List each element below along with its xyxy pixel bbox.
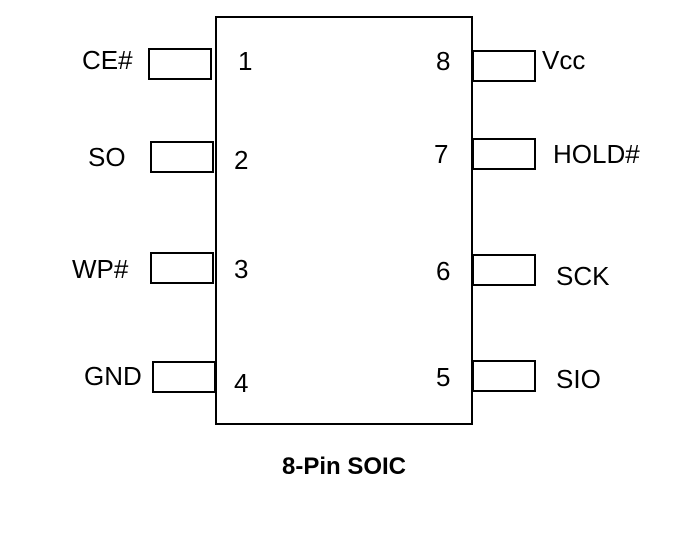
pin-5-name: SIO <box>556 364 601 394</box>
pin-1-name: CE# <box>82 45 133 75</box>
pin-7-lead <box>472 138 536 170</box>
pin-6-lead <box>472 254 536 286</box>
pin-2-name: SO <box>88 142 126 172</box>
pin-8-lead <box>472 50 536 82</box>
pin-3-name: WP# <box>72 254 129 284</box>
pin-1-lead <box>148 48 212 80</box>
pin-6-name: SCK <box>556 261 610 291</box>
pin-3-number: 3 <box>234 254 249 284</box>
pin-5-number: 5 <box>436 362 451 392</box>
pin-7-name: HOLD# <box>553 139 640 169</box>
pin-4-lead <box>152 361 216 393</box>
pin-8-name: Vcc <box>542 45 586 75</box>
pin-4-name: GND <box>84 361 142 391</box>
pin-4-number: 4 <box>234 368 249 398</box>
package-caption: 8-Pin SOIC <box>281 453 407 480</box>
pin-3-lead <box>150 252 214 284</box>
pin-1-number: 1 <box>238 46 253 76</box>
chip-package-body <box>215 16 473 425</box>
pin-5-lead <box>472 360 536 392</box>
pin-2-number: 2 <box>234 145 249 175</box>
pin-6-number: 6 <box>436 256 451 286</box>
pin-8-number: 8 <box>436 46 451 76</box>
pin-2-lead <box>150 141 214 173</box>
pin-7-number: 7 <box>434 139 449 169</box>
